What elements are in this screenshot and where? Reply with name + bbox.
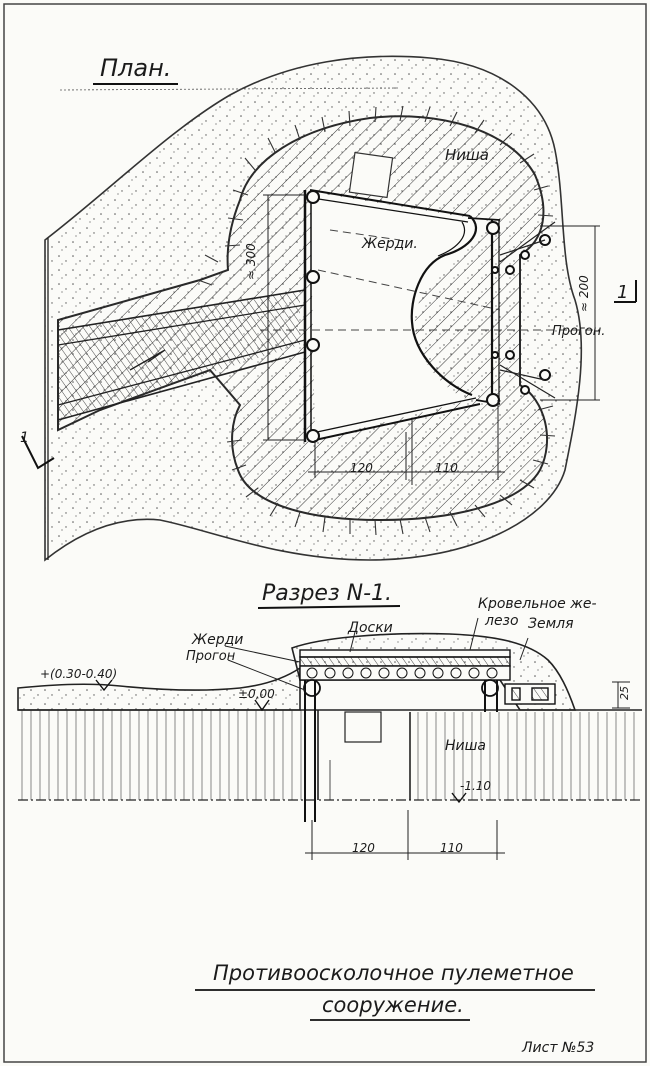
section-label-purlin: Прогон <box>186 649 236 664</box>
section-dimension-lines <box>305 681 630 860</box>
plan-purlin-label: Прогон. <box>552 324 605 339</box>
plan-north-mark: 1 <box>20 430 29 446</box>
section-purlins <box>303 679 499 697</box>
plan-view: План. Ниша Жерди. Прогон. ≈ 300 ≈ 200 12… <box>20 54 637 562</box>
plan-dimension-lines <box>263 194 600 485</box>
elev-marker-ground <box>95 679 113 692</box>
plan-dim-110: 110 <box>435 461 458 475</box>
elev-marker-zero <box>254 699 270 712</box>
section-elev-zero: ±0,00 <box>238 687 275 701</box>
section-roof-iron <box>299 649 511 658</box>
plan-shelter-walls <box>303 189 501 442</box>
plan-trench <box>47 238 306 560</box>
plan-title: План. <box>100 54 171 82</box>
section-view: Разрез N-1. <box>17 581 642 860</box>
section-label-poles: Жерди <box>191 632 243 648</box>
section-ground-surface <box>17 666 301 711</box>
section-label-roof-iron-1: Кровельное же- <box>478 596 597 612</box>
plan-embrasure <box>499 221 556 399</box>
section-dim-25: 25 <box>618 686 631 700</box>
section-poles-layer <box>299 665 511 681</box>
elev-marker-bottom <box>451 792 467 804</box>
plan-north-arrow <box>21 435 55 470</box>
sheet-border <box>3 3 647 1063</box>
section-embrasure <box>504 683 556 705</box>
section-earth-body <box>18 710 308 800</box>
plan-title-underline-2 <box>59 87 401 91</box>
section-pole-ends <box>306 667 498 679</box>
plan-niche-box <box>348 151 394 199</box>
plan-dim-120: 120 <box>350 461 373 475</box>
drawing-title-line1: Противоосколочное пулеметное <box>213 961 574 985</box>
sheet-number: Лист №53 <box>521 1040 594 1056</box>
section-label-earth: Земля <box>528 616 574 632</box>
section-leaders <box>224 617 529 691</box>
title-block: Противоосколочное пулеметное сооружение.… <box>195 961 595 1056</box>
plan-poles-label: Жерди. <box>361 236 418 252</box>
plan-dim-300: ≈ 300 <box>244 243 258 280</box>
plan-section-mark: 1 <box>617 282 628 303</box>
section-title: Разрез N-1. <box>262 581 392 606</box>
section-label-boards: Доски <box>347 620 393 636</box>
section-earth-body-right <box>410 712 642 800</box>
section-elev-ground: +(0.30-0.40) <box>40 667 117 681</box>
section-posts <box>304 680 498 822</box>
plan-centerlines <box>260 229 600 331</box>
section-dim-110: 110 <box>440 841 463 855</box>
plan-slope-ticks <box>197 105 556 536</box>
section-boards <box>299 656 511 667</box>
section-elev-bottom: -1.10 <box>460 779 491 793</box>
section-pit <box>317 710 411 800</box>
section-dim-120: 120 <box>352 841 375 855</box>
plan-dim-200: ≈ 200 <box>577 275 591 312</box>
section-label-roof-iron-2: лезо <box>484 613 519 629</box>
drawing-title-line2: сооружение. <box>322 993 464 1017</box>
section-title-underline <box>257 605 401 609</box>
plan-section-arrow <box>614 280 637 303</box>
plan-niche-label: Ниша <box>445 146 489 164</box>
plan-pole-circles <box>306 190 551 443</box>
section-label-niche: Ниша <box>445 738 486 754</box>
